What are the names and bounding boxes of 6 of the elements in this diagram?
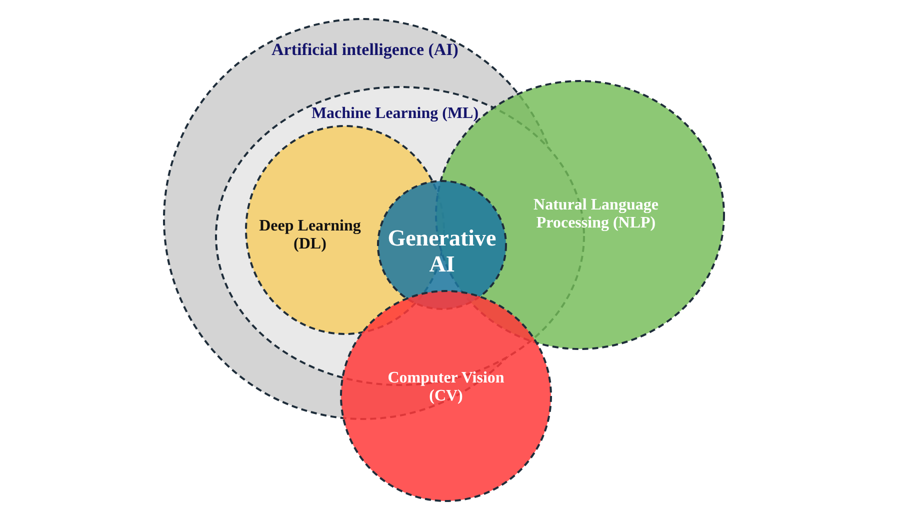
circle-label: Artificial intelligence (AI) — [270, 40, 460, 60]
circle-label: Natural Language Processing (NLP) — [532, 196, 660, 234]
circle-label: Generative AI — [387, 226, 497, 278]
circle-label: Deep Learning (DL) — [258, 218, 362, 254]
circle-label: Machine Learning (ML) — [310, 104, 480, 124]
circle-label: Computer Vision (CV) — [386, 370, 506, 406]
